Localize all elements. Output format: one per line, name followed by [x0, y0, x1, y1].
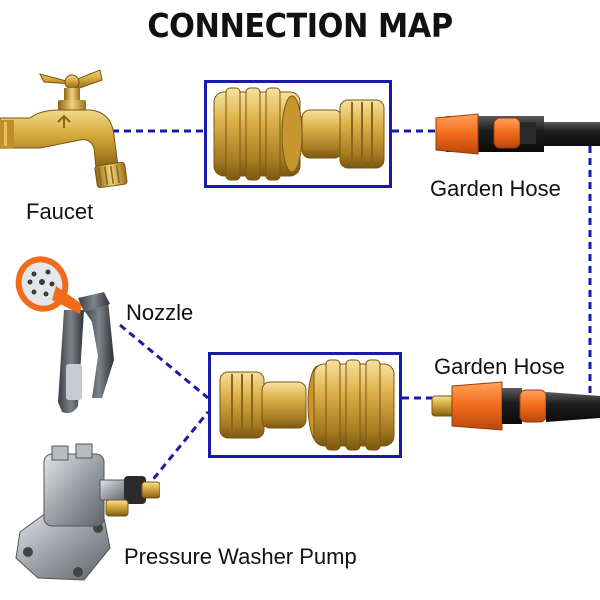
garden-hose-bottom-label: Garden Hose	[434, 354, 565, 379]
male-plug-bottom	[219, 371, 307, 439]
faucet-label: Faucet	[26, 199, 94, 224]
faucet-image	[0, 69, 128, 189]
female-coupler-bottom	[307, 359, 395, 451]
bottom-coupler-box	[208, 352, 402, 458]
garden-hose-top-image	[435, 113, 600, 155]
pressure-washer-pump-label: Pressure Washer Pump	[124, 544, 357, 569]
top-coupler-box	[204, 80, 392, 188]
garden-hose-bottom-image	[431, 381, 600, 431]
female-coupler-top	[213, 87, 303, 181]
male-plug-top	[301, 99, 385, 169]
top-coupler-set	[213, 87, 385, 181]
nozzle-to-bottom-coupler-line	[119, 323, 209, 400]
nozzle-image	[15, 256, 114, 414]
pump-to-bottom-coupler-line	[144, 411, 210, 489]
garden-hose-top-label: Garden Hose	[430, 176, 561, 201]
bottom-coupler-set	[219, 359, 395, 451]
nozzle-label: Nozzle	[126, 300, 194, 325]
pressure-washer-pump-image	[15, 443, 160, 581]
page-title: CONNECTION MAP	[147, 6, 453, 45]
